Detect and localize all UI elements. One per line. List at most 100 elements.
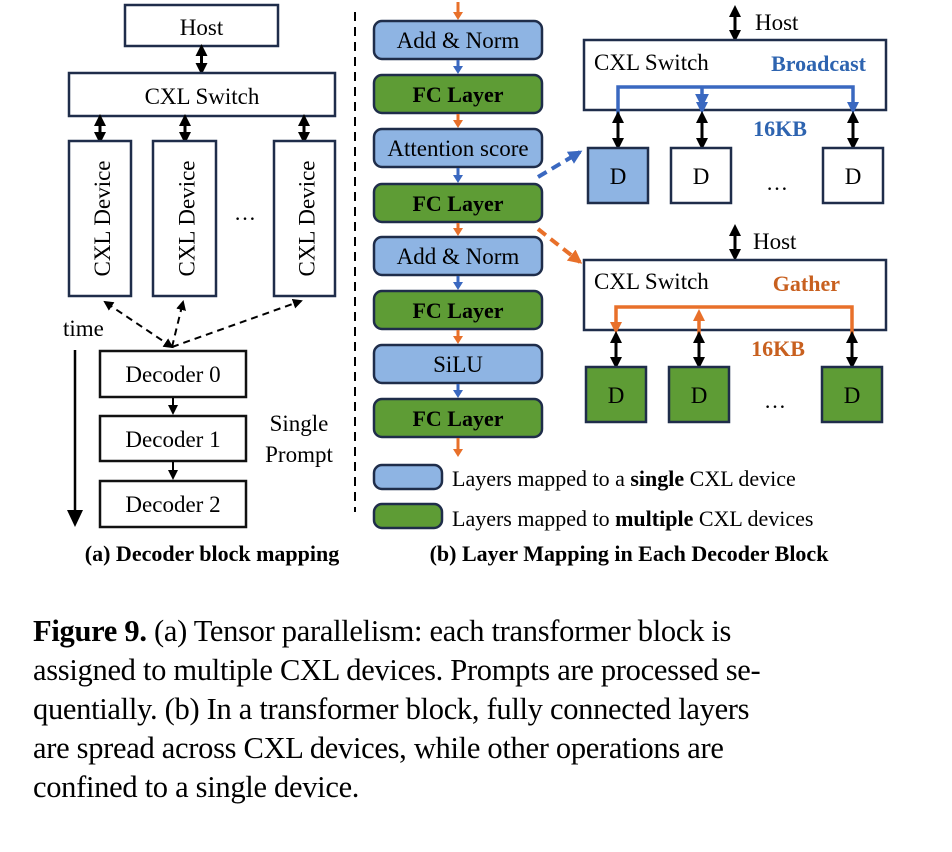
layer-box-single: Add & Norm — [372, 235, 544, 277]
device-box-active — [667, 365, 731, 424]
layer-box-single: SiLU — [372, 343, 544, 385]
decoder-label: Decoder 1 — [125, 427, 220, 452]
device-box-active — [820, 365, 884, 424]
gather-connector — [536, 227, 583, 264]
legend-swatch-multiple — [372, 502, 444, 530]
layer-flow-arrow — [453, 330, 463, 344]
decoder-label: Decoder 0 — [125, 362, 220, 387]
device-label: D — [693, 164, 710, 189]
caption-line: assigned to multiple CXL devices. Prompt… — [33, 653, 761, 687]
layer-box-single: Add & Norm — [372, 19, 544, 61]
prompt-label-line2: Prompt — [265, 442, 333, 467]
layer-box-single: Attention score — [372, 127, 544, 169]
caption-line: quentially. (b) In a transformer block, … — [33, 692, 750, 726]
mapping-arrow — [103, 300, 174, 349]
gather-group: Host CXL Switch Gather 16KB D D … D — [582, 224, 888, 424]
prompt-label-line1: Single — [270, 411, 329, 436]
device-label: D — [845, 164, 862, 189]
device-box-active — [584, 365, 648, 424]
caption-line: are spread across CXL devices, while oth… — [33, 731, 724, 765]
layer-label: FC Layer — [412, 191, 503, 216]
cxl-switch-box — [582, 258, 888, 332]
cxl-device-box: CXL Device — [151, 139, 218, 298]
decoder-box: Decoder 1 — [98, 414, 248, 463]
broadcast-group: Host CXL Switch Broadcast 16KB D D … D — [582, 4, 888, 205]
layer-label: FC Layer — [412, 82, 503, 107]
layer-label: SiLU — [433, 352, 483, 377]
broadcast-path — [616, 85, 855, 115]
cxl-switch-box — [582, 38, 888, 112]
subcaption-a: (a) Decoder block mapping — [85, 541, 339, 566]
decoder-box: Decoder 0 — [98, 349, 248, 399]
time-arrow-head-icon — [67, 510, 83, 527]
size-label: 16KB — [753, 116, 807, 141]
layer-box-multiple: FC Layer — [372, 289, 544, 331]
layer-label: FC Layer — [412, 298, 503, 323]
device-label: D — [610, 164, 627, 189]
device-box-active — [586, 146, 650, 205]
layer-flow-arrow — [453, 438, 463, 457]
cxl-switch-label: CXL Switch — [594, 269, 709, 294]
host-label: Host — [180, 15, 224, 40]
legend-item-single: Layers mapped to a single CXL device — [372, 463, 796, 491]
layer-label: FC Layer — [412, 406, 503, 431]
host-label: Host — [753, 229, 797, 254]
layer-box-multiple: FC Layer — [372, 397, 544, 439]
cxl-device-box: CXL Device — [67, 139, 133, 298]
cxl-device-label: CXL Device — [295, 160, 320, 276]
host-box: Host — [123, 3, 280, 48]
layer-flow-arrow — [453, 276, 463, 290]
device-box — [821, 146, 885, 205]
size-label: 16KB — [751, 336, 805, 361]
device-label: D — [691, 383, 708, 408]
layer-label: Attention score — [387, 136, 528, 161]
cxl-device-box: CXL Device — [272, 139, 337, 298]
legend-item-multiple: Layers mapped to multiple CXL devices — [372, 502, 814, 531]
legend: Layers mapped to a single CXL device Lay… — [372, 463, 814, 531]
layer-flow-arrow — [453, 223, 463, 236]
cxl-device-label: CXL Device — [90, 160, 115, 276]
host-label: Host — [755, 10, 799, 35]
broadcast-arrow-head-icon — [696, 102, 708, 114]
device-label: D — [844, 383, 861, 408]
gather-arrow-head-icon — [693, 309, 705, 321]
caption-line: confined to a single device. — [33, 770, 360, 804]
caption-line: Figure 9. (a) Tensor parallelism: each t… — [33, 612, 923, 651]
figure-diagram: Host CXL Switch CXL Device CXL Device … … — [63, 2, 888, 566]
broadcast-connector — [536, 150, 583, 179]
device-ellipsis: … — [764, 388, 786, 413]
decoder-label: Decoder 2 — [125, 492, 220, 517]
broadcast-label: Broadcast — [771, 51, 867, 76]
layer-box-multiple: FC Layer — [372, 182, 544, 224]
layer-flow-arrow — [453, 384, 463, 398]
legend-swatch-single — [372, 463, 444, 491]
layer-box-multiple: FC Layer — [372, 73, 544, 115]
device-box — [669, 146, 733, 205]
layer-flow-arrow — [453, 2, 463, 20]
decoder-box: Decoder 2 — [98, 479, 248, 529]
cxl-switch-label: CXL Switch — [145, 84, 260, 109]
cxl-device-label: CXL Device — [175, 160, 200, 276]
device-ellipsis: … — [234, 200, 256, 225]
panel-a: Host CXL Switch CXL Device CXL Device … … — [63, 3, 339, 566]
layer-flow-arrow — [453, 114, 463, 128]
gather-arrow-head-icon — [610, 322, 622, 334]
layer-flow-arrow — [453, 60, 463, 74]
mapping-arrow — [171, 298, 303, 348]
cxl-switch-label: CXL Switch — [594, 50, 709, 75]
figure-caption: Figure 9. (a) Tensor parallelism: each t… — [33, 612, 923, 807]
legend-text-multiple: Layers mapped to multiple CXL devices — [452, 506, 814, 531]
layer-flow-arrow — [453, 168, 463, 183]
layer-label: Add & Norm — [397, 28, 520, 53]
gather-label: Gather — [773, 271, 840, 296]
layer-label: Add & Norm — [397, 244, 520, 269]
legend-text-single: Layers mapped to a single CXL device — [452, 466, 796, 491]
cxl-switch-box: CXL Switch — [67, 71, 337, 118]
caption-text: (a) Tensor parallelism: each transformer… — [146, 614, 732, 648]
device-ellipsis: … — [766, 170, 788, 195]
broadcast-arrow-head-icon — [847, 102, 859, 114]
gather-path — [614, 305, 854, 336]
device-label: D — [608, 383, 625, 408]
